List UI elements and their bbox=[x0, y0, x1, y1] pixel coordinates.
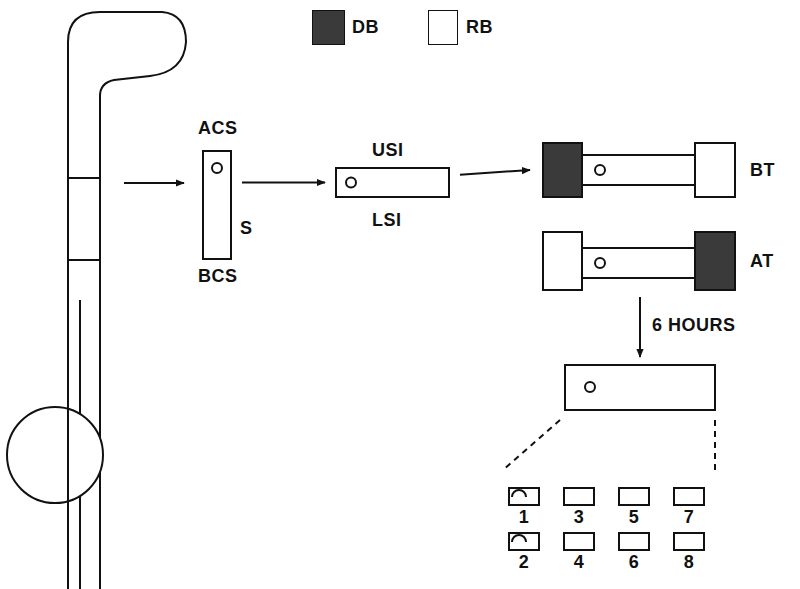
section-box bbox=[619, 533, 649, 550]
part-label: BT bbox=[750, 160, 775, 181]
part-label: USI bbox=[372, 140, 404, 161]
shape-outline bbox=[508, 484, 540, 506]
shape-outline bbox=[202, 150, 232, 260]
segment-mark bbox=[585, 382, 595, 392]
stem-inner-line bbox=[67, 407, 69, 503]
segment-bar bbox=[582, 155, 695, 185]
legend-swatch bbox=[312, 10, 345, 45]
section-piece: 1 bbox=[508, 484, 542, 530]
shape-outline bbox=[508, 529, 540, 551]
segment-mark bbox=[595, 258, 605, 268]
section-box bbox=[674, 533, 704, 550]
segment-mark bbox=[212, 163, 222, 173]
time-label: 6 HOURS bbox=[652, 315, 736, 336]
shape-outline bbox=[540, 140, 738, 200]
callout-number: 6 bbox=[618, 552, 650, 573]
receiver-block bbox=[543, 232, 582, 290]
callout-number: 3 bbox=[563, 507, 595, 528]
part-label: S bbox=[240, 218, 253, 239]
mark-half bbox=[512, 490, 526, 497]
stem-segment bbox=[203, 151, 231, 259]
segment-boundary bbox=[68, 259, 100, 261]
cut-guide bbox=[503, 420, 560, 470]
callout-number: 7 bbox=[673, 507, 705, 528]
process-arrow bbox=[460, 170, 530, 175]
incubated-segment bbox=[565, 365, 715, 410]
incubation-arrow bbox=[639, 297, 641, 357]
section-piece: 6 bbox=[618, 529, 652, 575]
segment-bar bbox=[582, 248, 695, 278]
shape-outline bbox=[673, 529, 705, 551]
section-piece: 4 bbox=[563, 529, 597, 575]
excision-arrow bbox=[124, 182, 184, 184]
section-box bbox=[509, 533, 539, 550]
donor-block bbox=[695, 232, 735, 290]
part-label: BCS bbox=[198, 266, 238, 287]
stem-outline bbox=[68, 12, 186, 589]
donor-block bbox=[543, 143, 582, 197]
callout-number: 1 bbox=[508, 507, 540, 528]
segment-node: ACS S BCS bbox=[190, 118, 270, 298]
shape-outline bbox=[618, 529, 650, 551]
section-box bbox=[564, 533, 594, 550]
section-piece: 2 bbox=[508, 529, 542, 575]
legend-text: RB bbox=[466, 17, 493, 38]
legend-text: DB bbox=[352, 17, 379, 38]
part-label: LSI bbox=[372, 210, 402, 231]
callout-number: 5 bbox=[618, 507, 650, 528]
section-box bbox=[564, 488, 594, 505]
segment-mark bbox=[595, 165, 605, 175]
callout-number: 4 bbox=[563, 552, 595, 573]
callout-number: 2 bbox=[508, 552, 540, 573]
shape-outline bbox=[618, 484, 650, 506]
section-piece: 3 bbox=[563, 484, 597, 530]
section-box bbox=[509, 488, 539, 505]
section-piece: 8 bbox=[673, 529, 707, 575]
shape-outline bbox=[563, 484, 595, 506]
part-label: AT bbox=[750, 251, 774, 272]
mark-half bbox=[512, 535, 526, 542]
stem-segment bbox=[336, 168, 449, 197]
legend-swatch bbox=[428, 10, 458, 45]
section-box bbox=[619, 488, 649, 505]
cut-guide bbox=[714, 420, 716, 470]
section-piece: 5 bbox=[618, 484, 652, 530]
segment-node: AT bbox=[540, 229, 785, 293]
section-box bbox=[674, 488, 704, 505]
callout-number: 8 bbox=[673, 552, 705, 573]
shape-outline bbox=[563, 529, 595, 551]
stem-base-circle bbox=[7, 407, 103, 503]
part-label: ACS bbox=[198, 118, 238, 139]
receiver-block bbox=[695, 143, 735, 197]
shape-outline bbox=[335, 167, 450, 198]
segment-boundary bbox=[68, 177, 100, 179]
shape-outline bbox=[673, 484, 705, 506]
segment-node: USI LSI bbox=[330, 140, 460, 235]
section-piece: 7 bbox=[673, 484, 707, 530]
shape-outline bbox=[540, 229, 738, 293]
process-arrow bbox=[242, 182, 325, 184]
segment-node: BT bbox=[540, 140, 785, 200]
segment-mark bbox=[346, 178, 356, 188]
